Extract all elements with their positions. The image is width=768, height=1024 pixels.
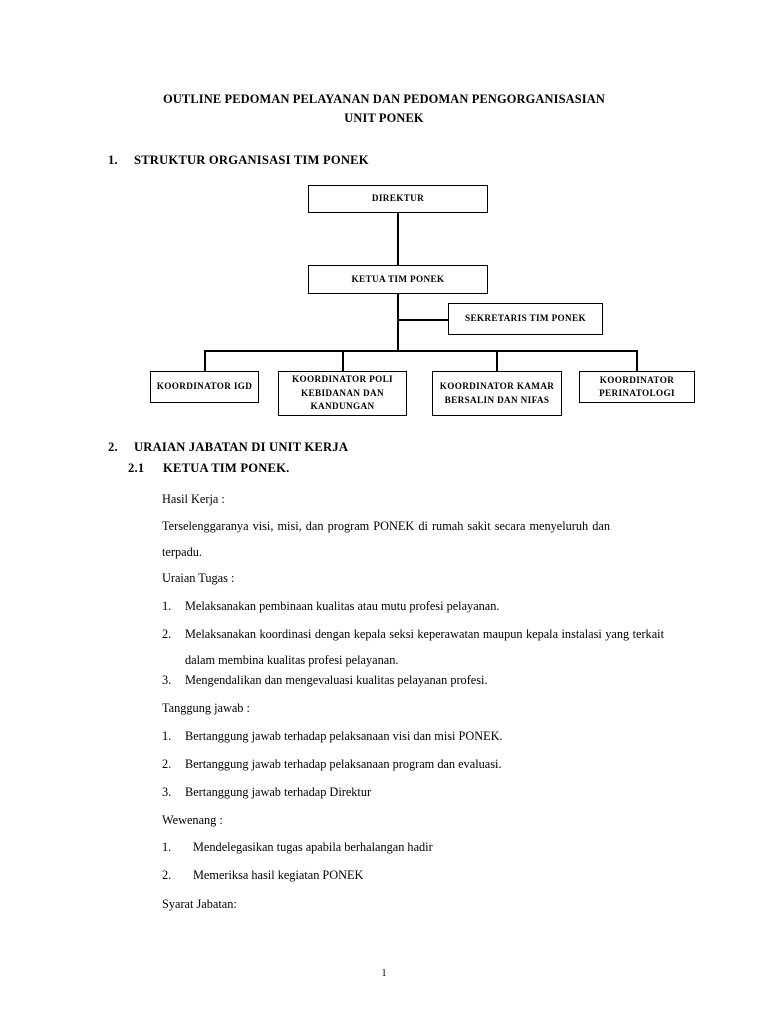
uraian-tugas-item-3-marker: 3.	[162, 673, 172, 687]
org-node-direktur: DIREKTUR	[308, 185, 488, 213]
connector-distribution-bar	[204, 350, 638, 352]
org-node-sekretaris-tim-ponek: SEKRETARIS TIM PONEK	[448, 303, 603, 335]
wewenang-item-2-marker: 2.	[162, 868, 172, 882]
tanggung-jawab-item-1-text: Bertanggung jawab terhadap pelaksanaan v…	[185, 729, 503, 743]
section-2-label: URAIAN JABATAN DI UNIT KERJA	[134, 440, 349, 454]
syarat-jabatan-label: Syarat Jabatan:	[162, 897, 237, 911]
wewenang-item-2-text: Memeriksa hasil kegiatan PONEK	[193, 868, 364, 882]
org-node-koordinator-igd: KOORDINATOR IGD	[150, 371, 259, 403]
connector-ketua-to-sekretaris	[397, 319, 449, 321]
connector-drop-igd	[204, 350, 206, 372]
connector-drop-poli-kebidanan	[342, 350, 344, 372]
section-1-number: 1.	[108, 153, 118, 167]
org-chart: DIREKTUR KETUA TIM PONEK SEKRETARIS TIM …	[0, 0, 768, 430]
uraian-tugas-item-3-text: Mengendalikan dan mengevaluasi kualitas …	[185, 673, 488, 687]
tanggung-jawab-item-2-text: Bertanggung jawab terhadap pelaksanaan p…	[185, 757, 502, 771]
uraian-tugas-item-2-text: Melaksanakan koordinasi dengan kepala se…	[185, 627, 664, 667]
connector-drop-kamar-bersalin	[496, 350, 498, 372]
org-node-sekretaris-tim-ponek-label: SEKRETARIS TIM PONEK	[464, 313, 587, 324]
org-node-koordinator-poli-kebidanan-label: KOORDINATOR POLI KEBIDANAN DAN KANDUNGAN	[292, 374, 393, 412]
tanggung-jawab-item-3-marker: 3.	[162, 785, 172, 799]
uraian-tugas-item-2: 2. Melaksanakan koordinasi dengan kepala…	[162, 621, 664, 673]
uraian-tugas-item-1-marker: 1.	[162, 599, 172, 613]
hasil-kerja-text: Terselenggaranya visi, misi, dan program…	[162, 519, 610, 559]
tanggung-jawab-item-3: 3. Bertanggung jawab terhadap Direktur	[162, 779, 664, 805]
wewenang-item-2: 2. Memeriksa hasil kegiatan PONEK	[162, 862, 664, 888]
page-title-line-1: OUTLINE PEDOMAN PELAYANAN DAN PEDOMAN PE…	[163, 92, 605, 106]
org-node-koordinator-igd-label: KOORDINATOR IGD	[156, 381, 253, 392]
org-node-ketua-tim-ponek: KETUA TIM PONEK	[308, 265, 488, 294]
org-node-direktur-label: DIREKTUR	[371, 193, 425, 204]
connector-direktur-to-ketua	[397, 212, 399, 265]
uraian-tugas-item-1: 1. Melaksanakan pembinaan kualitas atau …	[162, 593, 664, 619]
tanggung-jawab-label: Tanggung jawab :	[162, 701, 250, 715]
tanggung-jawab-item-3-text: Bertanggung jawab terhadap Direktur	[185, 785, 372, 799]
org-node-koordinator-kamar-bersalin: KOORDINATOR KAMAR BERSALIN DAN NIFAS	[432, 371, 562, 416]
hasil-kerja-label: Hasil Kerja :	[162, 492, 225, 506]
section-2-heading: 2. URAIAN JABATAN DI UNIT KERJA	[108, 440, 348, 455]
section-2-number: 2.	[108, 440, 118, 454]
tanggung-jawab-item-1: 1. Bertanggung jawab terhadap pelaksanaa…	[162, 723, 664, 749]
section-1-heading: 1. STRUKTUR ORGANISASI TIM PONEK	[108, 153, 369, 168]
connector-drop-perinatologi	[636, 350, 638, 372]
section-2-1-label: KETUA TIM PONEK.	[163, 461, 290, 475]
org-node-koordinator-perinatologi-label: KOORDINATOR PERINATOLOGI	[599, 374, 675, 399]
uraian-tugas-item-3: 3. Mengendalikan dan mengevaluasi kualit…	[162, 667, 664, 693]
tanggung-jawab-item-2-marker: 2.	[162, 757, 172, 771]
section-2-1-number: 2.1	[128, 461, 145, 475]
uraian-tugas-item-1-text: Melaksanakan pembinaan kualitas atau mut…	[185, 599, 500, 613]
uraian-tugas-item-2-marker: 2.	[162, 627, 172, 641]
tanggung-jawab-item-1-marker: 1.	[162, 729, 172, 743]
org-node-koordinator-poli-kebidanan: KOORDINATOR POLI KEBIDANAN DAN KANDUNGAN	[278, 371, 407, 416]
section-1-label: STRUKTUR ORGANISASI TIM PONEK	[134, 153, 369, 167]
org-node-ketua-tim-ponek-label: KETUA TIM PONEK	[351, 273, 445, 284]
page-title: OUTLINE PEDOMAN PELAYANAN DAN PEDOMAN PE…	[108, 90, 660, 128]
org-node-koordinator-kamar-bersalin-label: KOORDINATOR KAMAR BERSALIN DAN NIFAS	[439, 381, 555, 405]
connector-ketua-stem	[397, 293, 399, 351]
wewenang-item-1: 1. Mendelegasikan tugas apabila berhalan…	[162, 834, 664, 860]
org-node-koordinator-perinatologi: KOORDINATOR PERINATOLOGI	[579, 371, 695, 403]
wewenang-item-1-marker: 1.	[162, 840, 172, 854]
tanggung-jawab-item-2: 2. Bertanggung jawab terhadap pelaksanaa…	[162, 751, 664, 777]
wewenang-label: Wewenang :	[162, 813, 223, 827]
uraian-tugas-label: Uraian Tugas :	[162, 571, 235, 585]
page-title-line-2: UNIT PONEK	[344, 111, 424, 125]
section-2-1-heading: 2.1 KETUA TIM PONEK.	[128, 461, 289, 476]
page-number: 1	[381, 968, 387, 979]
wewenang-item-1-text: Mendelegasikan tugas apabila berhalangan…	[193, 840, 433, 854]
